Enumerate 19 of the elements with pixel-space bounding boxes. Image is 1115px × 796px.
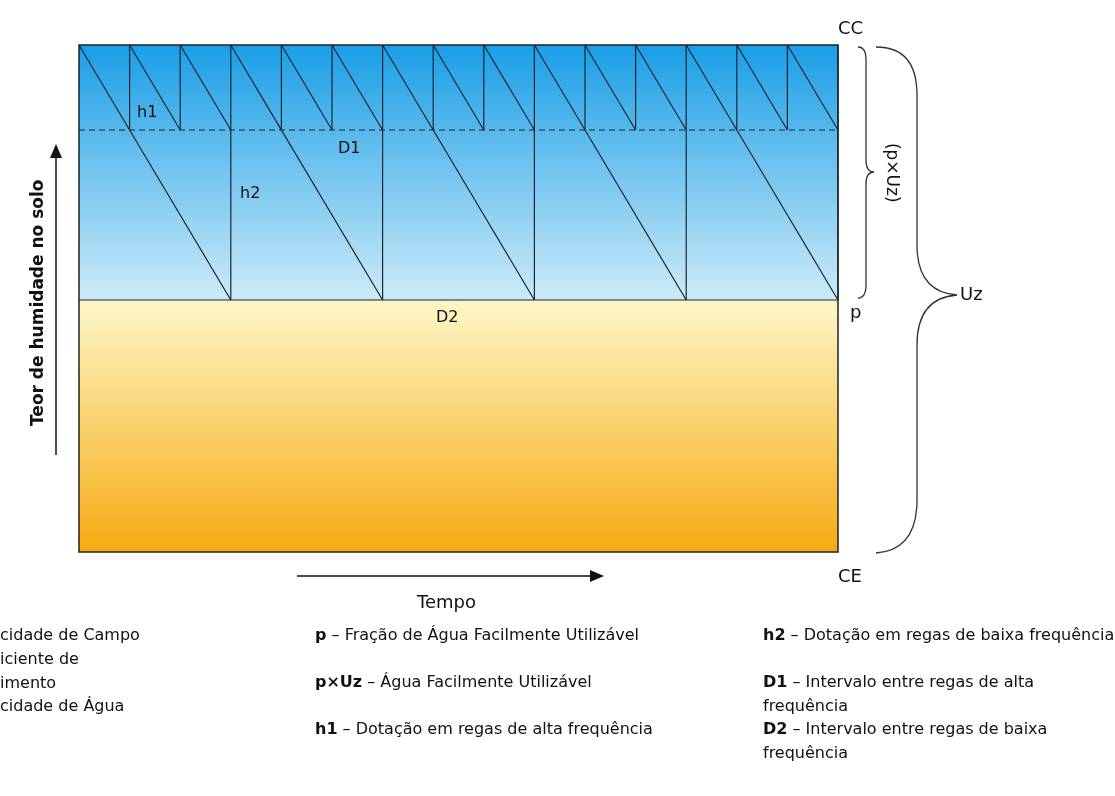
range-label: Uz (960, 282, 983, 306)
legend-text: p – Fração de Água Facilmente Utilizável (315, 624, 641, 646)
level-label: CC (838, 16, 864, 40)
axis-title: Teor de humidade no solo (26, 179, 49, 426)
legend-text: D1 – Intervalo entre regas de alta frequência (763, 671, 1036, 717)
legend-text: cidade de Água (0, 695, 126, 717)
legend-text: cidade de Campo (0, 624, 141, 646)
range-label: (p×Uz) (881, 142, 904, 203)
axis-title: Tempo (417, 590, 476, 614)
level-label: p (850, 300, 862, 324)
interval-label: D1 (338, 137, 361, 159)
legend-text: D2 – Intervalo entre regas de baixa frequência (763, 718, 1049, 764)
legend-text: h2 – Dotação em regas de baixa frequência (763, 624, 1115, 646)
legend-text: p×Uz – Água Facilmente Utilizável (315, 671, 593, 693)
level-label: CE (838, 564, 862, 588)
interval-label: h2 (240, 182, 261, 204)
legend-text: h1 – Dotação em regas de alta frequência (315, 718, 654, 740)
interval-label: D2 (436, 306, 459, 328)
interval-label: h1 (137, 101, 158, 123)
